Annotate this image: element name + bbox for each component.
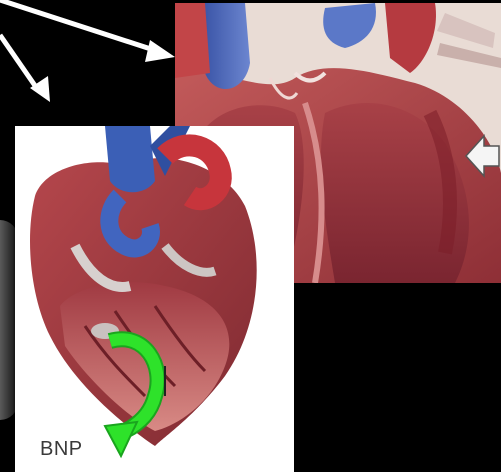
bnp-label: BNP [40, 438, 83, 461]
heart-cutaway-image [15, 126, 294, 472]
white-arrow-icon [0, 0, 501, 140]
heart-cutaway-drawing [15, 126, 294, 472]
